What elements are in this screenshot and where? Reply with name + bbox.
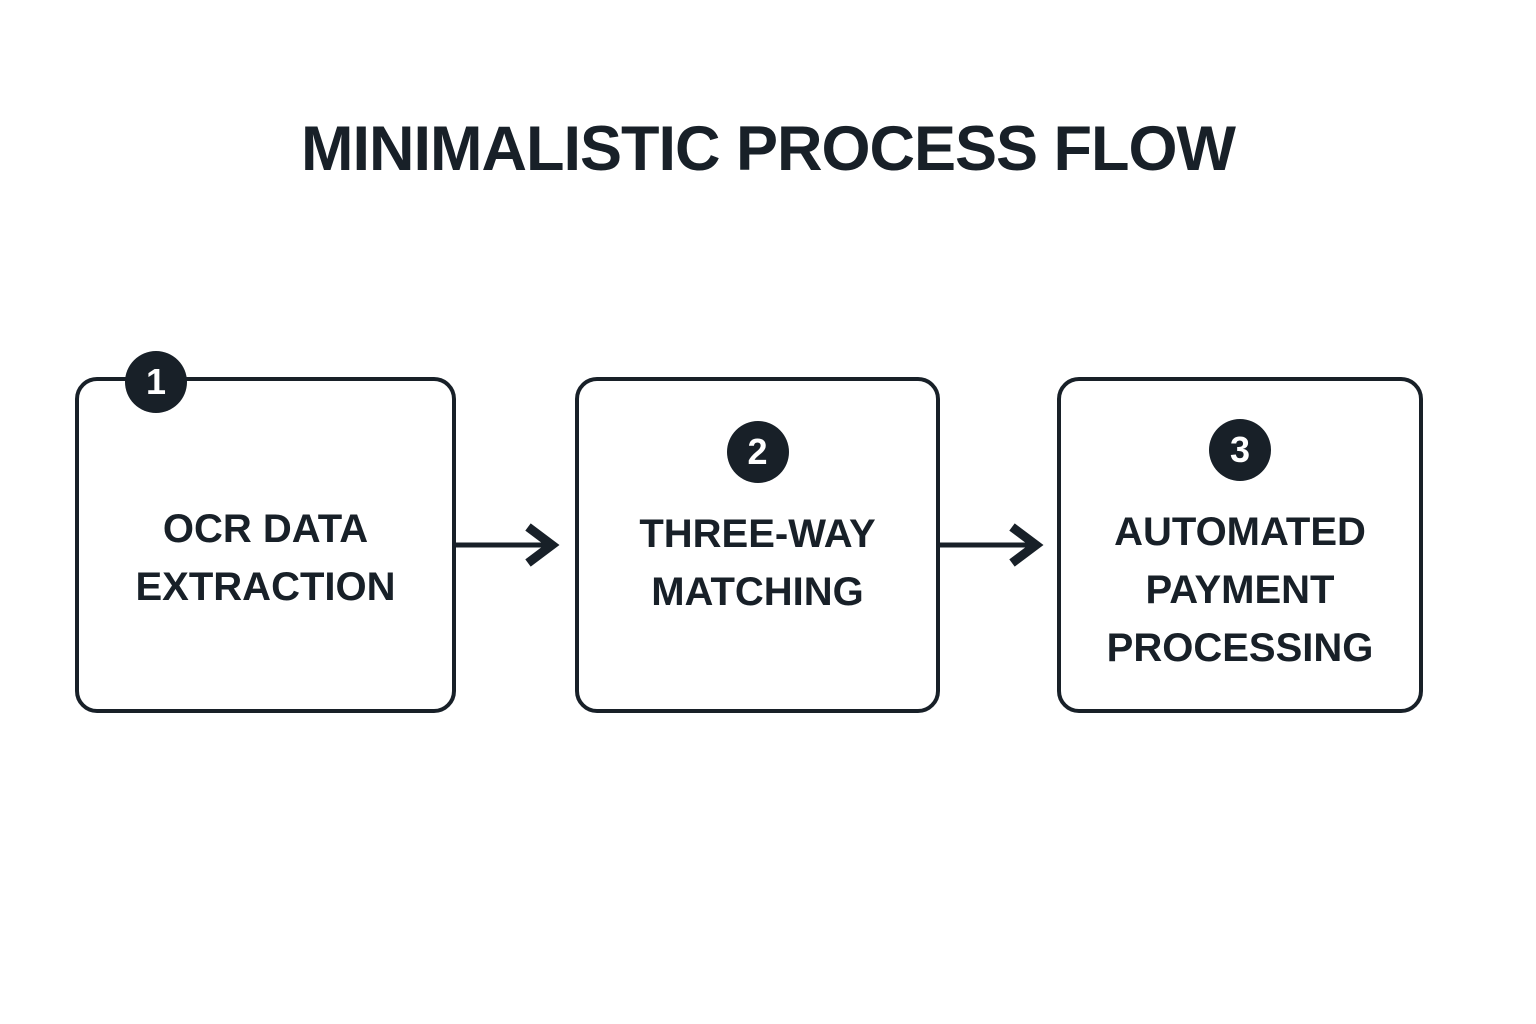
- step-box-2: 2 THREE-WAY MATCHING: [575, 377, 940, 713]
- step-label-3: AUTOMATED PAYMENT PROCESSING: [1107, 503, 1374, 677]
- step-label-line: PAYMENT: [1145, 568, 1335, 612]
- step-number-badge-2: 2: [726, 421, 789, 483]
- step-box-1: 1 OCR DATA EXTRACTION: [75, 351, 456, 713]
- step-label-line: PROCESSING: [1106, 626, 1374, 670]
- step-label-line: MATCHING: [651, 570, 864, 614]
- step-label-line: THREE-WAY: [639, 512, 876, 556]
- step-label-line: OCR DATA: [162, 507, 369, 551]
- diagram-title: MINIMALISTIC PROCESS FLOW: [301, 114, 1236, 184]
- step-number-badge-1: 1: [125, 351, 187, 413]
- step-number-badge-3: 3: [1209, 419, 1271, 481]
- step-box-3: 3 AUTOMATED PAYMENT PROCESSING: [1057, 377, 1423, 713]
- right-arrow-icon: [454, 523, 560, 567]
- step-label-2: THREE-WAY MATCHING: [639, 505, 875, 621]
- step-label-1: OCR DATA EXTRACTION: [136, 500, 396, 616]
- step-label-line: EXTRACTION: [135, 565, 396, 609]
- right-arrow-icon: [938, 523, 1044, 567]
- step-label-line: AUTOMATED: [1114, 510, 1366, 554]
